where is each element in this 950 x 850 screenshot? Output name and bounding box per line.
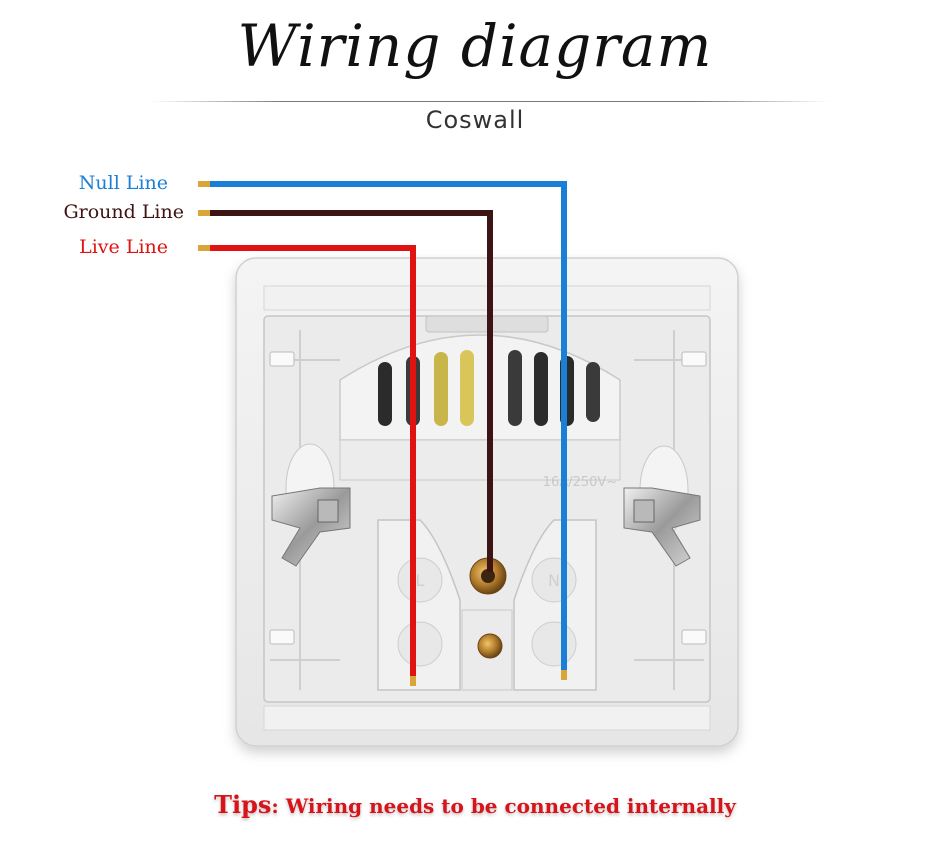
- neutral-terminal-mark: N: [548, 571, 560, 590]
- title-divider: [150, 101, 830, 102]
- wiring: [208, 181, 567, 678]
- vent-slots: [378, 350, 600, 426]
- tips-note: Tips: Wiring needs to be connected inter…: [0, 790, 950, 819]
- corner-clip: [681, 629, 707, 645]
- live-wire: [208, 245, 416, 678]
- null-line-label: Null Line: [78, 172, 168, 194]
- wire-tips: [198, 181, 567, 686]
- corner-clip: [269, 629, 295, 645]
- right-mounting-claw: [623, 445, 701, 567]
- brand-name: Coswall: [425, 106, 525, 134]
- live-screw-cover: [397, 621, 443, 667]
- ground-wire: [208, 210, 493, 572]
- diagram-title: Wiring diagram: [237, 12, 713, 80]
- ground-line-label: Ground Line: [63, 201, 184, 223]
- bottom-trim: [263, 705, 711, 731]
- corner-clip: [269, 351, 295, 367]
- live-terminal-mark: L: [416, 571, 425, 590]
- live-line-label: Live Line: [79, 236, 168, 258]
- tips-key: Tips: [214, 790, 272, 819]
- earth-pin: [477, 633, 503, 659]
- earth-terminal-hole: [481, 569, 495, 583]
- socket-body: [339, 439, 621, 481]
- neutral-screw-cover: [531, 621, 577, 667]
- tips-text: : Wiring needs to be connected internall…: [271, 794, 736, 818]
- null-wire: [208, 181, 567, 672]
- corner-clip: [681, 351, 707, 367]
- live-screw-cover: [397, 557, 443, 603]
- rating-embossed: 16A/250V~: [543, 475, 617, 490]
- left-mounting-claw: [271, 443, 351, 567]
